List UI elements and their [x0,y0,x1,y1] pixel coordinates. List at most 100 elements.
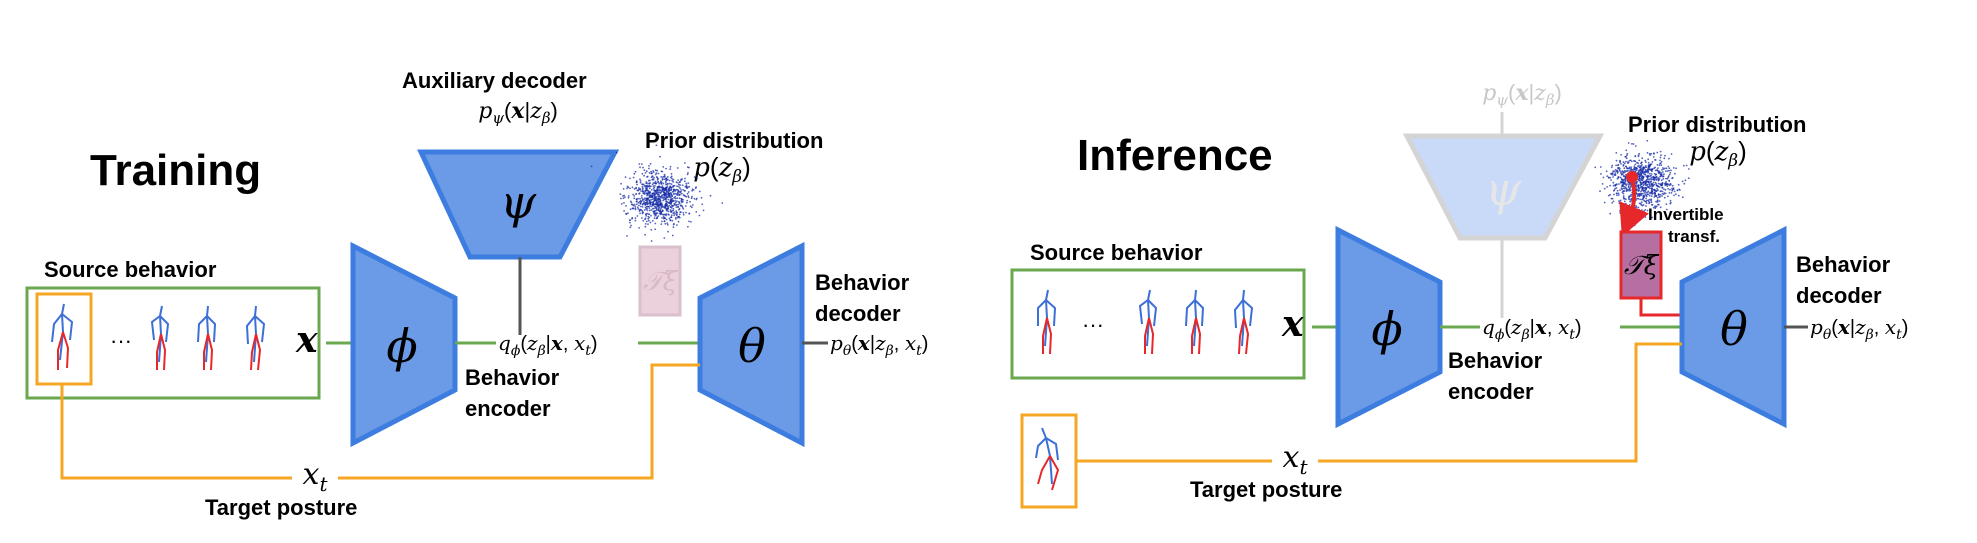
prior-sample-dot [631,186,634,189]
prior-sample-dot [662,190,664,193]
prior-sample-dot [654,180,657,183]
prior-sample-dot [1639,192,1641,195]
prior-sample-dot [656,187,659,190]
prior-sample-dot [653,182,656,184]
posture-figure [1185,289,1205,355]
prior-sample-dot [1654,159,1657,161]
prior-sample-dot [671,177,673,180]
prior-sample-dot [656,193,659,196]
prior-sample-dot [668,204,671,207]
prior-sample-dot [670,198,673,201]
prior-sample-dot [667,210,670,213]
prior-sample-dot [1676,189,1679,192]
prior-sample-dot [632,204,635,207]
prior-sample-dot [657,215,660,217]
prior-sample-dot [1610,172,1613,175]
prior-sample-dot [1602,176,1605,179]
prior-sample-dot [1644,193,1647,196]
prior-sample-dot [1677,194,1680,197]
prior-sample-dot [1637,189,1640,192]
prior-sample-dot [1628,169,1630,172]
posture-figure [1233,289,1254,355]
prior-math: p(zβ) [1689,136,1747,171]
prior-sample-dot [1663,192,1666,194]
prior-sample-dot [633,172,636,175]
prior-sample-dot [683,194,686,197]
prior-sample-dot [1658,164,1661,167]
prior-sample-dot [1670,169,1672,172]
prior-sample-dot [654,212,656,215]
source-behavior-label: Source behavior [44,257,217,282]
prior-sample-dot [1652,206,1655,209]
prior-sample-dot [654,192,657,195]
prior-sample-dot [1629,159,1632,162]
prior-sample-dot [1641,187,1644,190]
prior-sample-dot [1672,167,1675,169]
prior-sample-dot [1652,175,1655,178]
prior-sample-dot [638,227,640,229]
prior-sample-dot [1617,194,1620,196]
prior-sample-dot [669,196,672,199]
prior-sample-dot [623,194,625,197]
prior-sample-dot [645,215,647,217]
prior-sample-dot [693,197,696,200]
prior-sample-dot [687,196,690,199]
prior-sample-dot [1652,156,1655,158]
prior-sample-dot [671,179,674,182]
prior-sample-dot [664,181,667,184]
prior-sample-dot [1651,216,1654,219]
posture-figure [1138,289,1158,355]
prior-sample-dot [683,189,686,192]
prior-sample-dot [1685,164,1688,167]
prior-sample-dot [659,181,662,184]
prior-sample-dot [1667,165,1670,168]
prior-sample-dot [1645,188,1648,190]
prior-sample-dot [1634,167,1637,169]
prior-sample-dot [635,198,638,201]
prior-sample-dot [1623,200,1626,203]
prior-sample-dot [1626,152,1629,155]
prior-sample-dot [1644,209,1647,211]
prior-sample-dot [677,206,679,209]
prior-sample-dot [1609,193,1611,196]
prior-sample-dot [1638,177,1641,180]
prior-sample-dot [653,217,656,220]
posture-figure [197,305,217,371]
prior-sample-dot [1651,193,1653,195]
prior-sample-dot [1617,176,1620,179]
prior-sample-dot [1633,165,1636,168]
prior-sample-dot [1617,192,1620,195]
prior-sample-dot [1641,209,1643,212]
prior-sample-dot [1663,157,1666,160]
prior-sample-dot [634,170,637,173]
prior-sample-dot [682,213,685,216]
prior-sample-dot [1609,212,1612,215]
prior-sample-dot [1620,171,1622,174]
prior-sample-dot [641,206,644,208]
prior-sample-dot [672,188,675,191]
q-math: qϕ(zβ|x, xt) [498,331,598,359]
prior-sample-dot [634,205,637,208]
prior-sample-dot [1655,200,1657,203]
prior-sample-dot [656,186,659,188]
prior-sample-dot [1648,166,1651,169]
prior-sample-dot [1621,178,1623,181]
prior-sample-dot [641,217,643,219]
prior-sample-dot [1656,196,1659,199]
aux-decoder-title: Auxiliary decoder [402,68,587,93]
prior-sample-dot [666,223,669,226]
prior-sample-dot [1633,160,1636,162]
prior-sample-dot [642,211,645,214]
prior-sample-dot [1640,174,1643,177]
prior-sample-dot [1649,178,1652,180]
prior-sample-dot [658,206,661,209]
prior-sample-dot [1630,195,1632,198]
prior-sample-dot [625,212,627,215]
prior-sample-dot [1628,195,1631,198]
sample-point [1626,171,1638,183]
prior-sample-dot [1638,209,1640,212]
prior-sample-dot [1638,174,1641,177]
prior-sample-dot [1661,195,1663,197]
prior-sample-dot [669,219,672,222]
prior-sample-dot [702,209,705,212]
